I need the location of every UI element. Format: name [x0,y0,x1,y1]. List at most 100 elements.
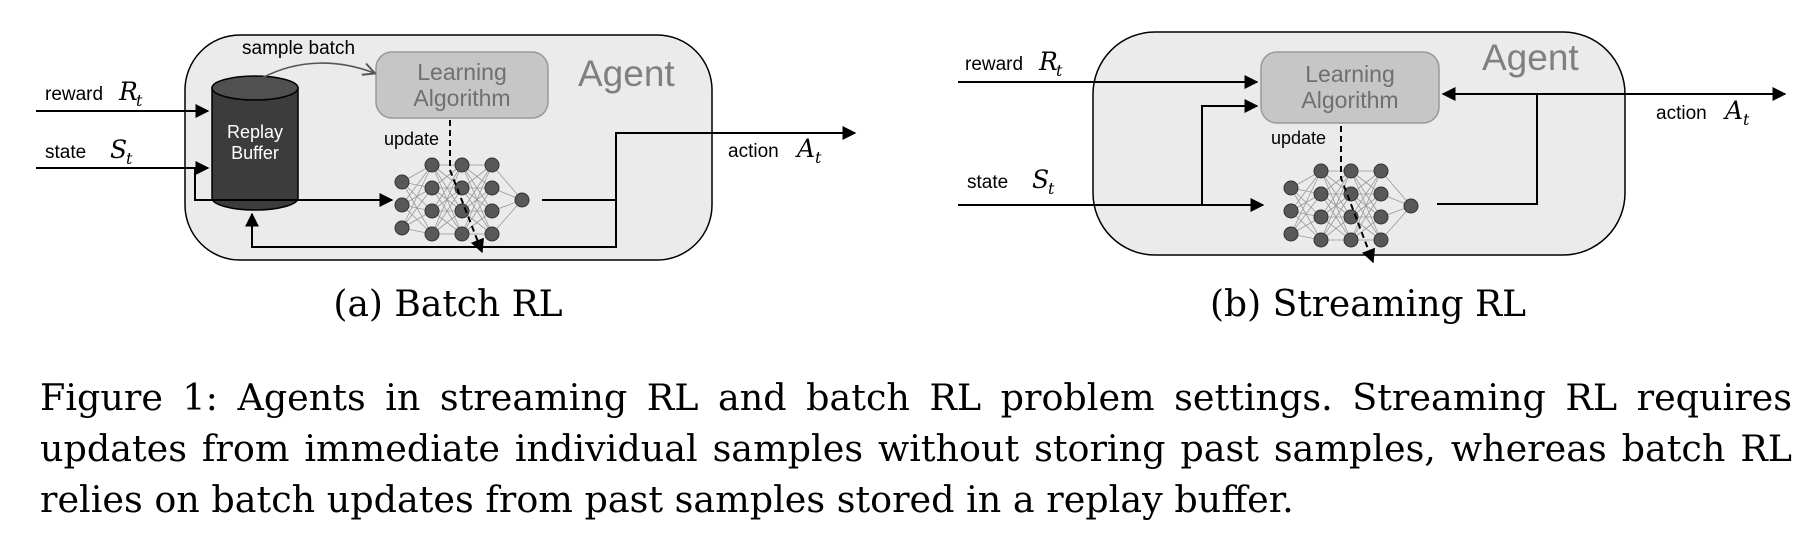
neuron-a [424,226,440,242]
state-label-b: state [967,172,1008,193]
state-subscript-b: t [1048,179,1055,198]
reward-subscript-b: t [1056,61,1063,80]
network-edge-a [491,164,523,201]
buffer-to-network-arrow [194,168,394,207]
neuron-b [1313,186,1329,202]
network-edge-b [1320,193,1352,241]
update-arrow-a [449,120,484,254]
network-edge-a [431,164,463,235]
neuron-b [1283,203,1299,219]
network-edge-b [1350,170,1382,218]
neuron-b [1373,186,1389,202]
feedback-arrow-a [245,200,617,248]
network-edge-a [461,164,493,235]
neuron-b [1283,226,1299,242]
neuron-b [1403,198,1419,214]
neuron-b [1343,232,1359,248]
neuron-a [394,220,410,236]
learning-algorithm-line2-a: Algorithm [413,85,510,111]
network-edge-a [431,164,463,212]
network-edge-b [1290,170,1322,235]
neuron-b [1373,163,1389,179]
network-edge-a [461,187,493,235]
subcaption-b: (b) Streaming RL [1210,284,1526,325]
neuron-a [424,157,440,173]
neuron-b [1313,209,1329,225]
diagram-canvas: Agent Learning Algorithm Replay Buffer s… [36,31,1787,325]
network-edge-a [461,164,493,212]
neuron-b [1343,163,1359,179]
network-edge-b [1350,193,1382,241]
sample-batch-label: sample batch [242,38,355,59]
agent-box-b [1092,31,1626,256]
neural-network-b [1283,163,1419,248]
agent-box-a [184,34,713,261]
neuron-a [514,192,530,208]
reward-symbol-a: R [118,77,138,106]
panel-a: Agent Learning Algorithm Replay Buffer s… [36,34,857,325]
network-edge-b [1320,170,1352,241]
neuron-b [1313,232,1329,248]
neuron-a [484,180,500,196]
neuron-a [484,226,500,242]
state-label-a: state [45,142,86,163]
network-edge-b [1320,170,1352,218]
network-edge-a [401,164,433,206]
state-symbol-a: S [110,135,127,164]
neuron-a [394,174,410,190]
neuron-a [424,180,440,196]
action-subscript-a: t [815,148,822,167]
state-subscript-a: t [126,149,133,168]
update-label-b: update [1271,128,1326,148]
update-arrow-b [1340,126,1376,264]
action-arrow-a [542,126,857,201]
agent-label-a: Agent [578,53,675,94]
neural-network-a [394,157,530,242]
network-edge-a [491,199,523,235]
neuron-a [424,203,440,219]
network-edge-a [401,187,433,229]
neuron-b [1343,209,1359,225]
action-symbol-b: A [1723,96,1743,125]
replay-buffer: Replay Buffer [211,75,299,211]
figure-caption: Figure 1: Agents in streaming RL and bat… [40,376,1792,521]
neuron-a [454,226,470,242]
state-to-algorithm-arrow [1201,99,1259,205]
reward-label-a: reward [45,84,103,105]
action-symbol-a: A [795,134,815,163]
update-label-a: update [384,129,439,149]
action-label-b: action [1656,103,1707,124]
neuron-a [454,180,470,196]
network-edge-a [401,164,433,229]
state-symbol-b: S [1032,165,1049,194]
network-edge-b [1290,193,1322,235]
neuron-a [454,157,470,173]
replay-buffer-line2: Buffer [231,143,279,163]
learning-algorithm-line2-b: Algorithm [1301,87,1398,113]
learning-algorithm-line1-b: Learning [1305,61,1395,87]
action-label-a: action [728,141,779,162]
neuron-a [484,203,500,219]
network-edge-b [1350,170,1382,241]
neuron-b [1283,180,1299,196]
reward-label-b: reward [965,54,1023,75]
neuron-a [394,197,410,213]
learning-algorithm-box-b [1260,51,1440,124]
subcaption-a: (a) Batch RL [333,284,562,325]
reward-symbol-b: R [1038,47,1058,76]
network-edge-b [1380,205,1412,241]
network-edge-b [1290,170,1322,212]
panel-b: Agent Learning Algorithm reward R t stat… [958,31,1787,325]
reward-subscript-a: t [136,91,143,110]
network-edge-b [1380,170,1412,207]
learning-algorithm-line1-a: Learning [417,59,507,85]
agent-label-b: Agent [1482,37,1579,78]
network-output-line-b [1437,94,1538,205]
neuron-b [1313,163,1329,179]
action-subscript-b: t [1743,110,1750,129]
neuron-b [1373,232,1389,248]
neuron-b [1373,209,1389,225]
learning-algorithm-box-a [375,51,549,119]
network-edge-a [431,187,463,235]
sample-batch-arrow [261,62,374,79]
